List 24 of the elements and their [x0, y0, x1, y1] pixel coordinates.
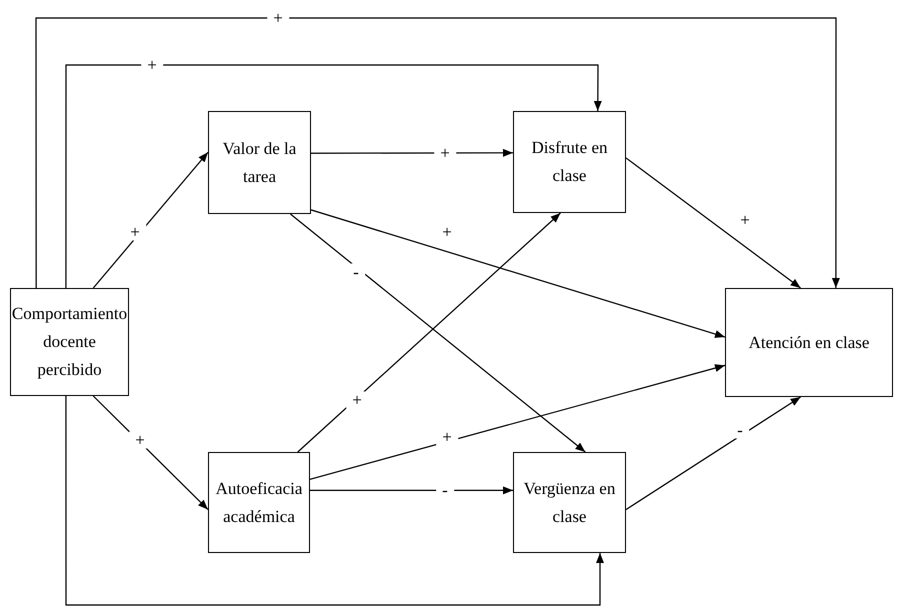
edge-label: + — [346, 392, 368, 408]
arrow — [92, 396, 208, 510]
arrow — [65, 64, 602, 288]
variable-box — [208, 111, 311, 214]
arrow — [92, 152, 208, 288]
variable-box — [513, 111, 626, 213]
arrow — [626, 157, 801, 288]
variable-box — [208, 452, 310, 553]
box-label: Disfrute en clase — [530, 137, 608, 187]
arrow — [310, 209, 726, 338]
arrow — [35, 17, 840, 288]
arrow — [310, 486, 513, 494]
arrow — [626, 396, 801, 510]
box-label: Comportamiento docente percibido — [12, 303, 128, 381]
variable-box — [10, 288, 129, 396]
arrow — [310, 364, 726, 480]
arrow — [65, 396, 604, 606]
variable-box — [513, 452, 626, 553]
box-label: Autoeficacia académica — [214, 478, 304, 528]
arrow — [311, 148, 513, 157]
box-label: Atención en clase — [748, 332, 870, 354]
box-label: Valor de la tarea — [222, 138, 298, 188]
box-label: Vergüenza en clase — [522, 478, 616, 528]
variable-box — [725, 288, 893, 397]
